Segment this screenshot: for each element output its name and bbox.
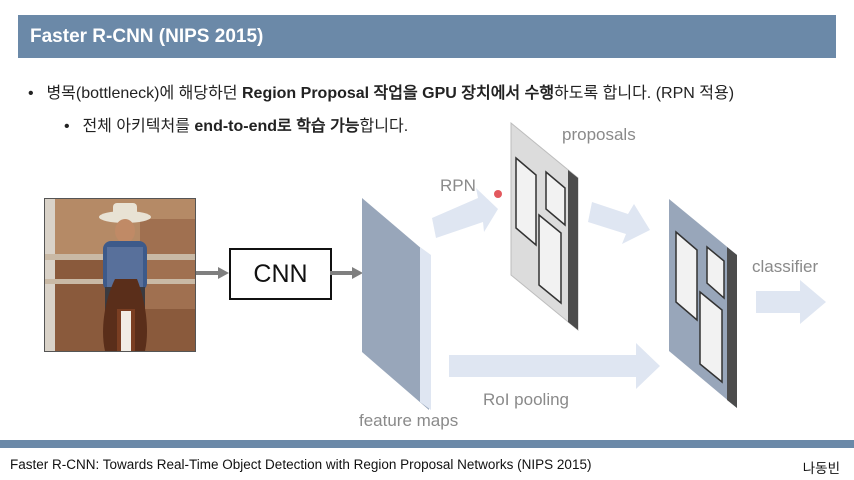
- bullet-2-text-bold: end-to-end로 학습 가능: [194, 118, 360, 135]
- proposals-label: proposals: [562, 125, 636, 144]
- proposals-map-icon: [510, 121, 579, 332]
- footer-citation: Faster R-CNN: Towards Real-Time Object D…: [10, 457, 592, 472]
- slide-title: Faster R-CNN (NIPS 2015): [30, 26, 264, 47]
- roi-pooling-label: RoI pooling: [483, 390, 570, 409]
- roi-pooling-arrow-icon: [449, 343, 660, 389]
- bullet-1-text-bold: Region Proposal 작업을 GPU 장치에서 수행: [241, 85, 555, 102]
- feature-map-icon: [362, 198, 431, 410]
- feature-maps-label: feature maps: [359, 411, 459, 430]
- classifier-arrow-icon: [756, 280, 826, 324]
- rpn-arrow-icon: [432, 188, 498, 238]
- footer-bar: [0, 440, 854, 448]
- bullet-1-text-a: 병목(bottleneck)에 해당하던: [46, 85, 242, 102]
- bullet-dot-icon: •: [64, 118, 70, 135]
- rpn-label: RPN: [440, 176, 476, 195]
- bullet-1-text-c: 하도록 합니다. (RPN 적용): [554, 85, 735, 102]
- arrow-cnn-to-features-icon: [330, 267, 363, 279]
- footer-author: 나동빈: [802, 461, 840, 476]
- arrow-image-to-cnn-icon: [196, 267, 229, 279]
- cowboy-photo-icon: [45, 199, 195, 351]
- cursor-dot-icon: [494, 190, 502, 198]
- proposals-to-roi-arrow-icon: [588, 202, 650, 244]
- bullet-1: • 병목(bottleneck)에 해당하던 Region Proposal 작…: [28, 79, 734, 103]
- cnn-box: CNN: [229, 248, 332, 300]
- title-bar: Faster R-CNN (NIPS 2015): [18, 15, 836, 58]
- bullet-dot-icon: •: [28, 85, 34, 102]
- classifier-label: classifier: [752, 257, 819, 276]
- input-image: [44, 198, 196, 352]
- bullet-2-text-c: 합니다.: [359, 118, 409, 135]
- bullet-2-text-a: 전체 아키텍처를: [82, 118, 195, 135]
- roi-feature-map-icon: [669, 199, 737, 408]
- bullet-2: • 전체 아키텍처를 end-to-end로 학습 가능합니다.: [64, 112, 408, 136]
